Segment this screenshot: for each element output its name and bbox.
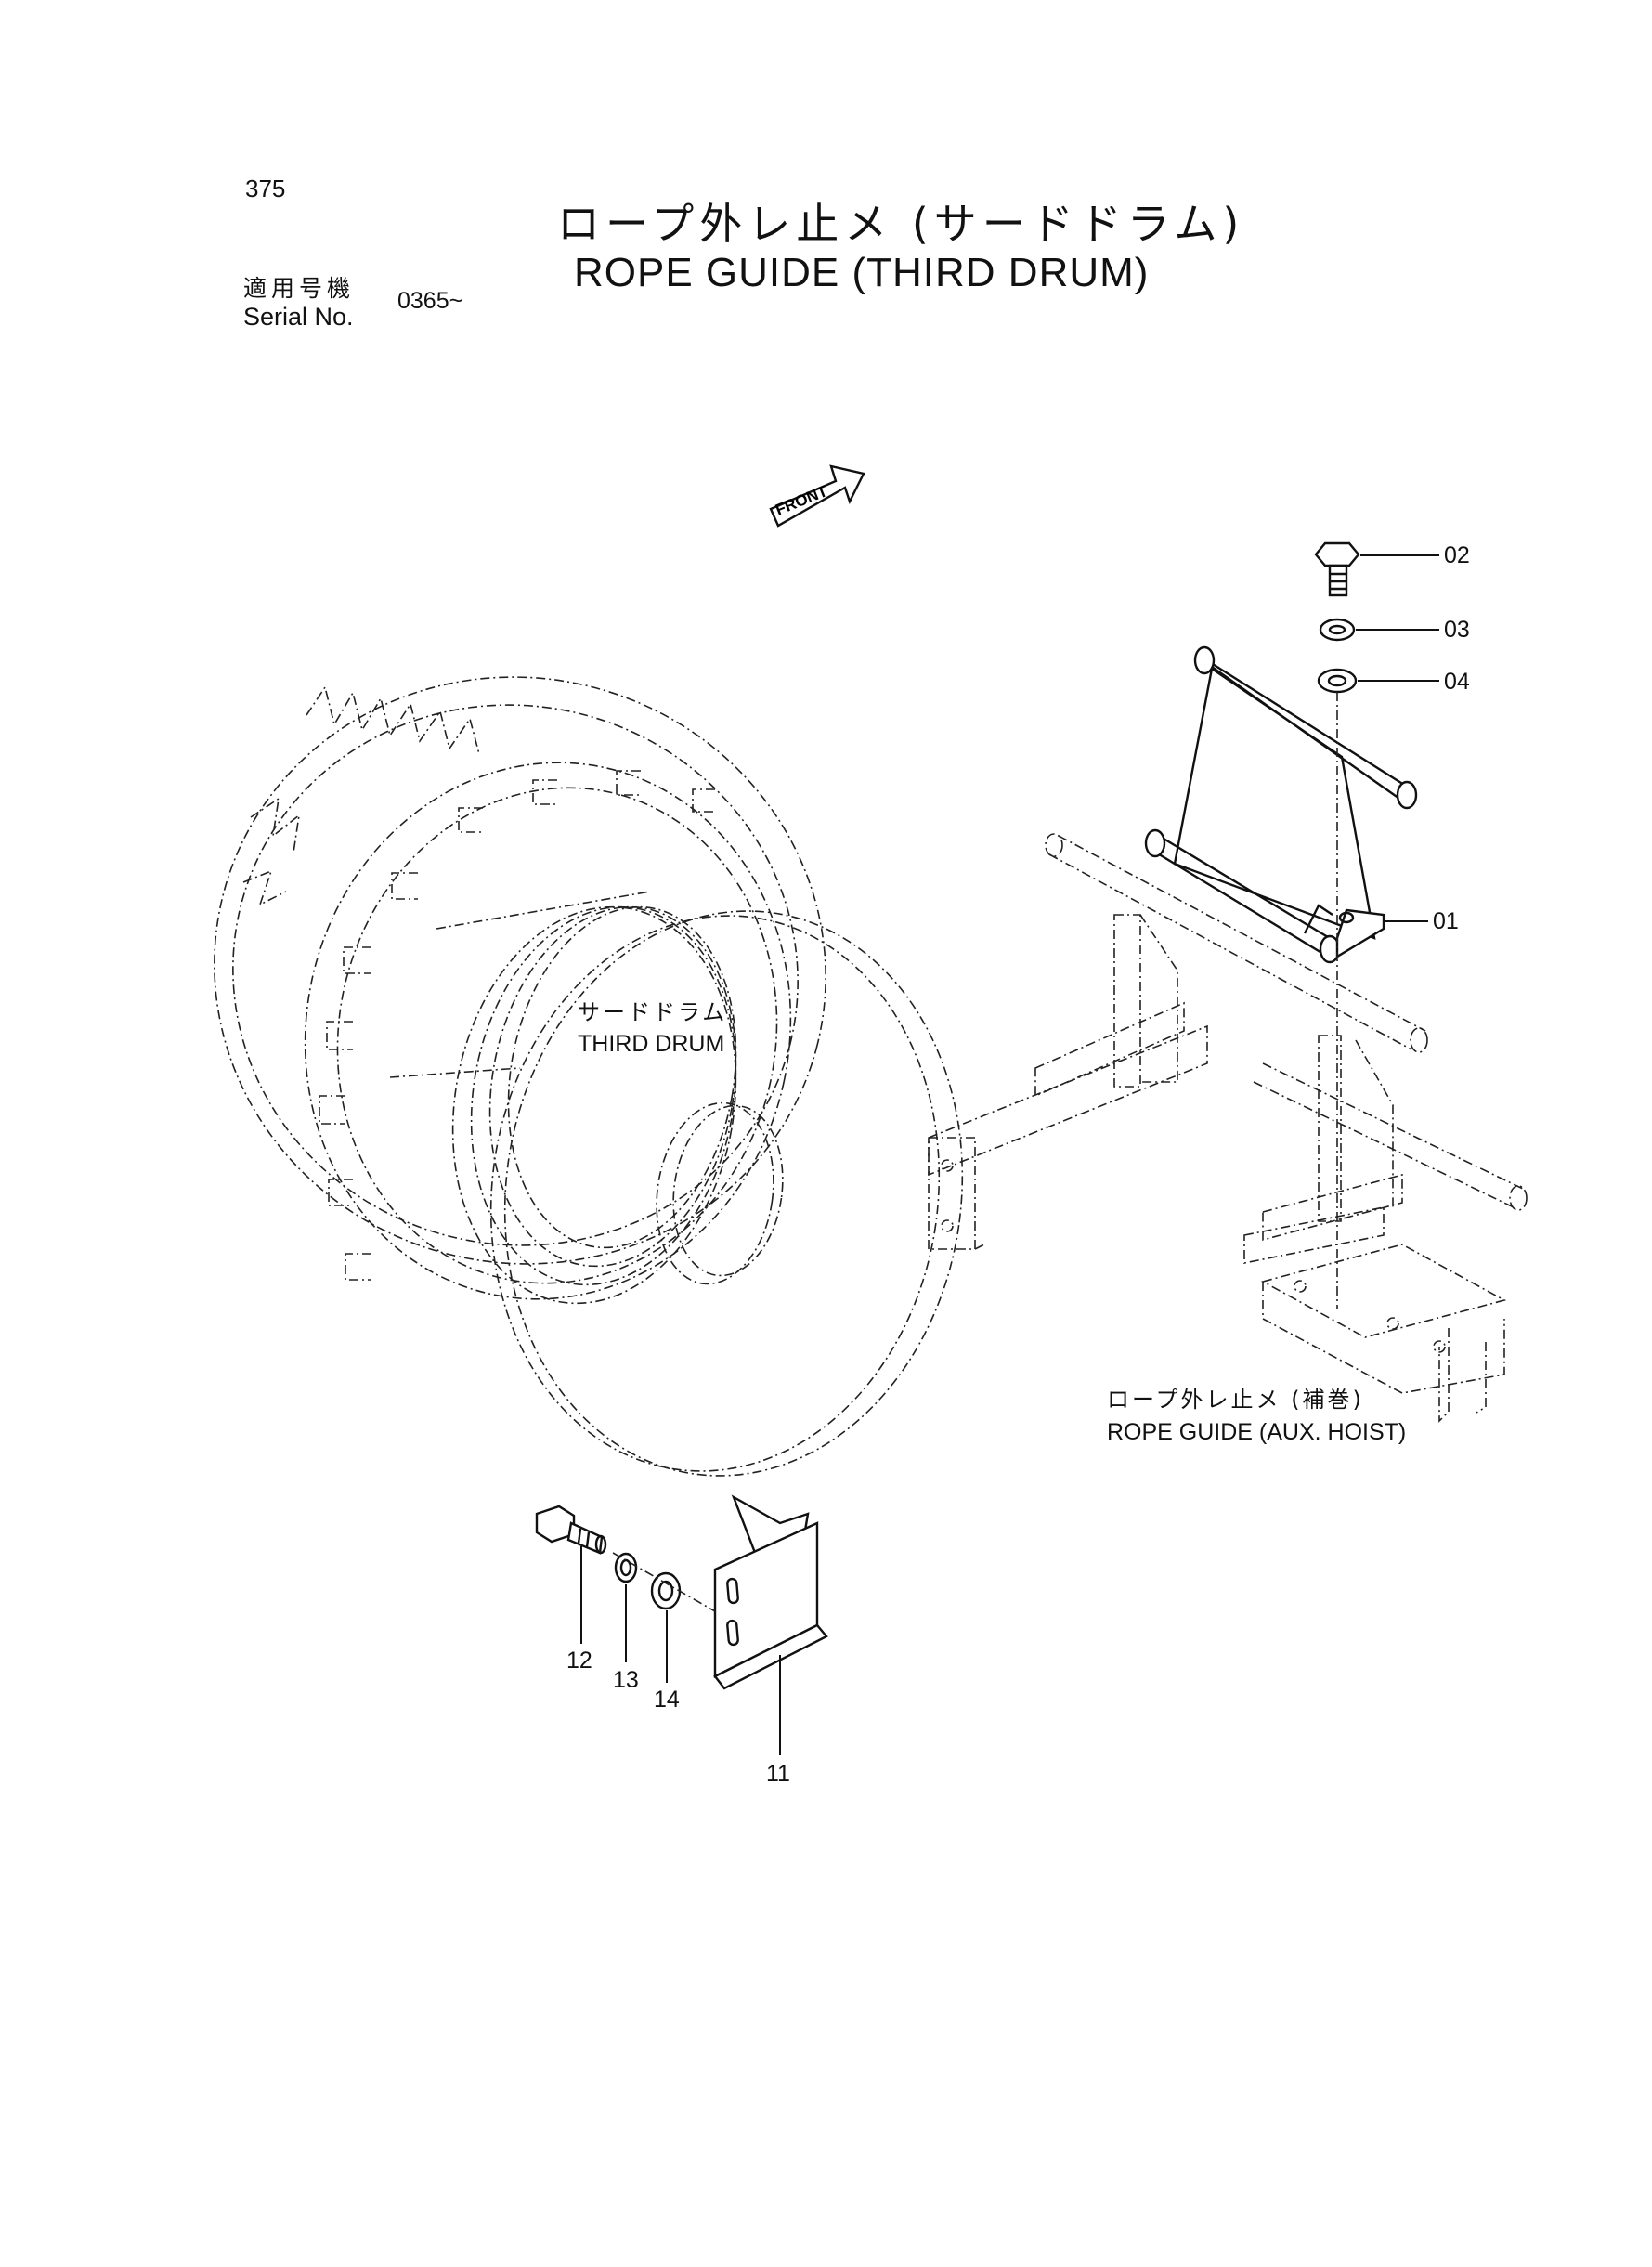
part-number-11: 11 bbox=[766, 1761, 790, 1787]
third-drum-label: THIRD DRUM bbox=[578, 1031, 725, 1057]
bracket-11-icon bbox=[713, 1494, 828, 1690]
bolt-02-icon bbox=[1314, 541, 1360, 597]
washer-04-icon bbox=[1317, 668, 1358, 694]
part-number-04: 04 bbox=[1444, 669, 1470, 695]
part-number-02: 02 bbox=[1444, 542, 1470, 568]
part-number-03: 03 bbox=[1444, 617, 1470, 643]
page-title: ROPE GUIDE (THIRD DRUM) bbox=[574, 250, 1150, 295]
third-drum-drawing bbox=[214, 676, 964, 1477]
serial-label-japanese: 適用号機 bbox=[243, 275, 356, 302]
aux-hoist-frame-drawing bbox=[928, 833, 1528, 1423]
part-number-14: 14 bbox=[654, 1687, 680, 1713]
spring-washer-13-icon bbox=[614, 1552, 638, 1583]
washer-14-icon bbox=[650, 1571, 682, 1610]
part-number-13: 13 bbox=[613, 1667, 639, 1693]
spring-washer-03-icon bbox=[1319, 618, 1356, 642]
third-drum-label-japanese: サードドラム bbox=[578, 999, 728, 1025]
leader-lines bbox=[580, 554, 1439, 1755]
page-number: 375 bbox=[245, 175, 286, 202]
part-number-12: 12 bbox=[566, 1648, 592, 1674]
bolt-12-icon bbox=[535, 1505, 607, 1555]
part-number-01: 01 bbox=[1433, 908, 1459, 934]
rope-guide-bracket-01 bbox=[1144, 645, 1418, 964]
page-title-japanese: ロープ外レ止メ (サードドラム) bbox=[557, 199, 1245, 249]
front-arrow-icon: FRONT bbox=[769, 464, 865, 528]
serial-label: Serial No. bbox=[243, 303, 354, 331]
aux-guide-label-japanese: ロープ外レ止メ (補巻) bbox=[1107, 1387, 1364, 1413]
aux-guide-label: ROPE GUIDE (AUX. HOIST) bbox=[1107, 1419, 1407, 1445]
serial-range: 0365~ bbox=[397, 288, 463, 314]
